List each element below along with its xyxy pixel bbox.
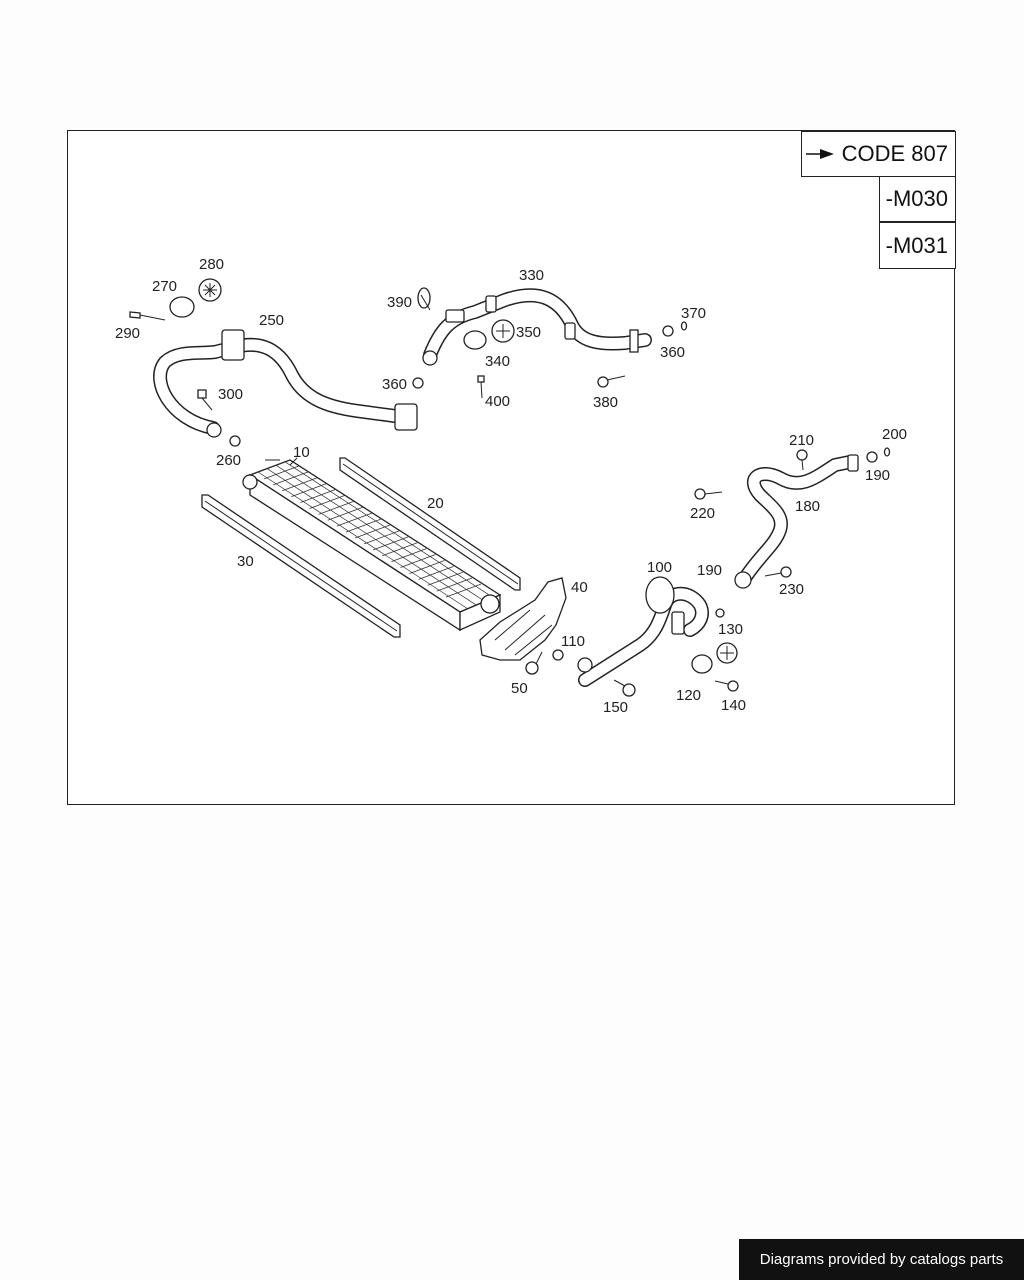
label-360-left: 360	[382, 376, 407, 393]
label-370: 370	[681, 305, 706, 322]
code-label: CODE 807	[841, 141, 948, 166]
label-250: 250	[259, 312, 284, 329]
ring-360-left[interactable]	[412, 377, 424, 389]
label-30: 30	[237, 553, 254, 570]
label-40: 40	[571, 579, 588, 596]
bolt-230[interactable]	[764, 566, 792, 578]
hose-100[interactable]	[577, 576, 709, 687]
label-380: 380	[593, 394, 618, 411]
label-400: 400	[485, 393, 510, 410]
label-20: 20	[427, 495, 444, 512]
bolt-210[interactable]	[796, 449, 808, 471]
ring-110[interactable]	[552, 649, 564, 661]
bolt-400[interactable]	[477, 375, 485, 399]
code-m031-box: -M031	[879, 222, 956, 269]
label-220: 220	[690, 505, 715, 522]
damper-130[interactable]	[716, 642, 738, 664]
label-190-left: 190	[697, 562, 722, 579]
bracket-20[interactable]	[339, 457, 521, 591]
leader-lines	[265, 294, 431, 466]
code-807-box: CODE 807	[801, 131, 956, 177]
ring-370[interactable]	[680, 321, 688, 331]
bracket-30[interactable]	[201, 494, 401, 638]
clamp-120[interactable]	[691, 654, 713, 674]
code-m030-box: -M030	[879, 176, 956, 222]
label-50: 50	[511, 680, 528, 697]
bolt-300[interactable]	[197, 389, 213, 411]
bolt-50[interactable]	[525, 651, 543, 675]
label-110: 110	[561, 633, 585, 650]
label-230: 230	[779, 581, 804, 598]
label-120: 120	[676, 687, 701, 704]
ring-260[interactable]	[229, 435, 241, 447]
label-100: 100	[647, 559, 672, 576]
hose-250[interactable]	[153, 329, 418, 438]
label-150: 150	[603, 699, 628, 716]
cooler-10[interactable]	[242, 459, 502, 632]
label-260: 260	[216, 452, 241, 469]
bolt-140[interactable]	[714, 680, 739, 692]
code-m031-label: -M031	[885, 232, 948, 258]
hose-180[interactable]	[734, 454, 859, 589]
footer-credit: Diagrams provided by catalogs parts	[739, 1239, 1024, 1280]
cooler-fins	[254, 459, 496, 610]
part-labels: 10 20 30 40 50 100 110 120 130 140 150 1…	[115, 256, 907, 716]
clamp-340[interactable]	[463, 330, 487, 350]
label-210: 210	[789, 432, 814, 449]
label-330: 330	[519, 267, 544, 284]
label-300: 300	[218, 386, 243, 403]
label-280: 280	[199, 256, 224, 273]
clamp-270[interactable]	[169, 296, 195, 318]
damper-350[interactable]	[491, 319, 515, 343]
label-190-right: 190	[865, 467, 890, 484]
label-360-right: 360	[660, 344, 685, 361]
hose-330[interactable]	[422, 288, 652, 366]
bolt-150[interactable]	[613, 679, 636, 697]
bracket-40[interactable]	[479, 577, 567, 661]
label-350: 350	[516, 324, 541, 341]
ring-190-right[interactable]	[866, 451, 878, 463]
ring-360-right[interactable]	[662, 325, 674, 337]
code-m030-label: -M030	[885, 186, 948, 211]
diagram-frame	[67, 130, 955, 805]
label-340: 340	[485, 353, 510, 370]
bolt-380[interactable]	[597, 375, 626, 388]
label-10: 10	[293, 444, 310, 461]
label-270: 270	[152, 278, 177, 295]
ring-190-left[interactable]	[715, 608, 725, 618]
bolt-290[interactable]	[129, 311, 166, 321]
label-390: 390	[387, 294, 412, 311]
parts-diagram: 10 20 30 40 50 100 110 120 130 140 150 1…	[115, 256, 907, 716]
pipe-390[interactable]	[417, 287, 431, 309]
label-200: 200	[882, 426, 907, 443]
arrow-right-icon	[805, 149, 834, 159]
bolt-220[interactable]	[694, 488, 723, 500]
label-290: 290	[115, 325, 140, 342]
label-140: 140	[721, 697, 746, 714]
label-130: 130	[718, 621, 743, 638]
damper-280[interactable]	[198, 278, 222, 302]
ring-200[interactable]	[883, 447, 891, 457]
label-180: 180	[795, 498, 820, 515]
